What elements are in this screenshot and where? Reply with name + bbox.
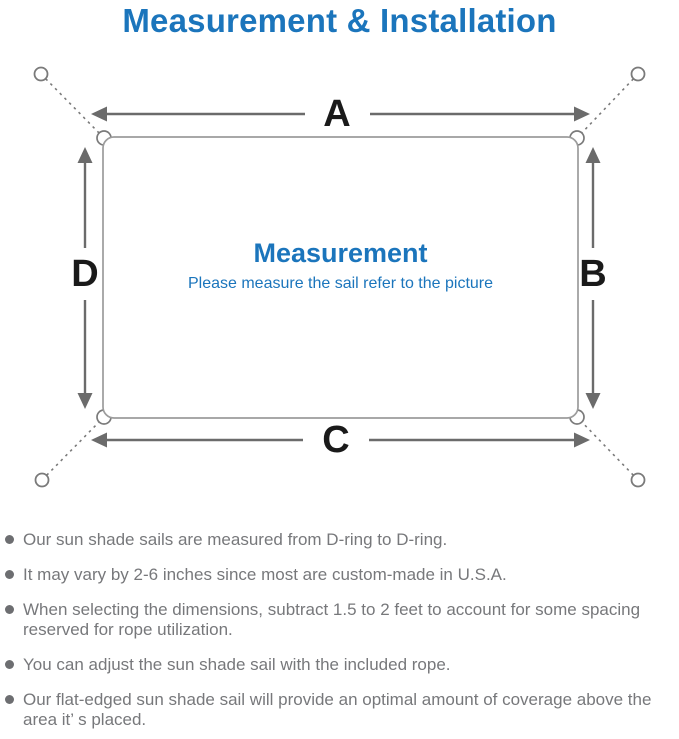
dimension-label-c: C — [322, 419, 350, 461]
arrow-d-top-head — [77, 147, 93, 163]
dimension-arrow-b — [585, 147, 601, 409]
rope-dashed-line-bottom-right — [576, 416, 639, 481]
page-title: Measurement & Installation — [122, 2, 557, 39]
dimension-label-a: A — [323, 93, 351, 135]
bullet-icon — [5, 570, 14, 579]
note-text: Our flat-edged sun shade sail will provi… — [23, 690, 652, 729]
measurement-diagram: A B C D Measurement Please measure the s… — [0, 52, 679, 512]
diagram-canvas — [33, 66, 646, 488]
anchor-point-top-left — [33, 66, 49, 82]
note-text: Our sun shade sails are measured from D-… — [23, 530, 448, 549]
arrow-b-bottom-head — [585, 393, 601, 409]
sail-outline — [102, 136, 579, 419]
dimension-arrow-d — [77, 147, 93, 409]
rope-dashed-line-bottom-left — [41, 416, 105, 481]
arrow-c-right-head — [574, 432, 590, 448]
dimension-arrow-a — [91, 106, 590, 122]
measurement-subtitle: Please measure the sail refer to the pic… — [187, 275, 494, 292]
rope-dashed-line-top-left — [40, 73, 105, 139]
anchor-point-bottom-left — [34, 472, 50, 488]
notes-list: Our sun shade sails are measured from D-… — [0, 512, 679, 730]
arrow-a-left-head — [91, 106, 107, 122]
diagram-center-text: Measurement Please measure the sail refe… — [103, 238, 578, 293]
arrow-c-left-head — [91, 432, 107, 448]
rope-dashed-line-top-right — [576, 73, 639, 139]
note-item: When selecting the dimensions, subtract … — [5, 600, 667, 640]
dimension-label-d: D — [71, 253, 99, 295]
anchor-point-top-right — [630, 66, 646, 82]
dimension-label-b: B — [579, 253, 607, 295]
note-item: You can adjust the sun shade sail with t… — [5, 655, 667, 675]
dimension-arrow-c — [91, 432, 590, 448]
note-item: It may vary by 2-6 inches since most are… — [5, 565, 667, 585]
note-item: Our flat-edged sun shade sail will provi… — [5, 690, 667, 730]
note-text: You can adjust the sun shade sail with t… — [23, 655, 451, 674]
anchor-points — [33, 66, 646, 488]
arrow-a-right-head — [574, 106, 590, 122]
bullet-icon — [5, 695, 14, 704]
measurement-heading: Measurement — [253, 238, 428, 268]
note-text: It may vary by 2-6 inches since most are… — [23, 565, 507, 584]
bullet-icon — [5, 605, 14, 614]
arrow-d-bottom-head — [77, 393, 93, 409]
arrow-b-top-head — [585, 147, 601, 163]
bullet-icon — [5, 535, 14, 544]
bullet-icon — [5, 660, 14, 669]
note-item: Our sun shade sails are measured from D-… — [5, 530, 667, 550]
note-text: When selecting the dimensions, subtract … — [23, 600, 641, 639]
rope-lines — [40, 73, 639, 481]
anchor-point-bottom-right — [630, 472, 646, 488]
